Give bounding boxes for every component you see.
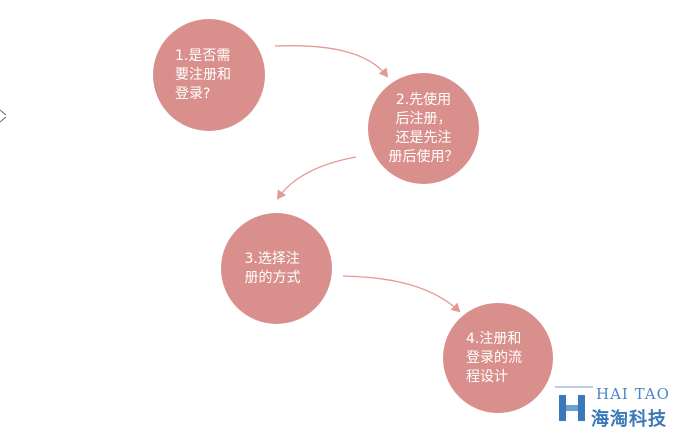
- h-logo-icon: [559, 395, 585, 421]
- haitao-watermark: HAI TAO 海淘科技: [555, 383, 700, 432]
- step-1-label: 1.是否需 要注册和 登录?: [175, 47, 231, 102]
- arrow-step3-to-step4: [342, 275, 461, 313]
- cropped-edge-fragment: [0, 109, 7, 123]
- step-node-2: 2.先使用 后注册， 还是先注 册后使用？: [368, 73, 479, 184]
- watermark-english: HAI TAO: [596, 385, 670, 403]
- arrow-step1-to-step2: [274, 45, 389, 78]
- watermark-rule: [555, 386, 593, 388]
- step-node-1: 1.是否需 要注册和 登录?: [153, 19, 265, 131]
- step-4-label: 4.注册和 登录的流 程设计: [466, 330, 522, 385]
- step-node-4: 4.注册和 登录的流 程设计: [443, 303, 553, 413]
- step-2-label: 2.先使用 后注册， 还是先注 册后使用？: [388, 91, 459, 165]
- watermark-chinese: 海淘科技: [591, 409, 667, 430]
- step-3-label: 3.选择注 册的方式: [244, 250, 301, 286]
- arrow-step2-to-step3: [276, 156, 357, 200]
- step-node-3: 3.选择注 册的方式: [221, 213, 332, 324]
